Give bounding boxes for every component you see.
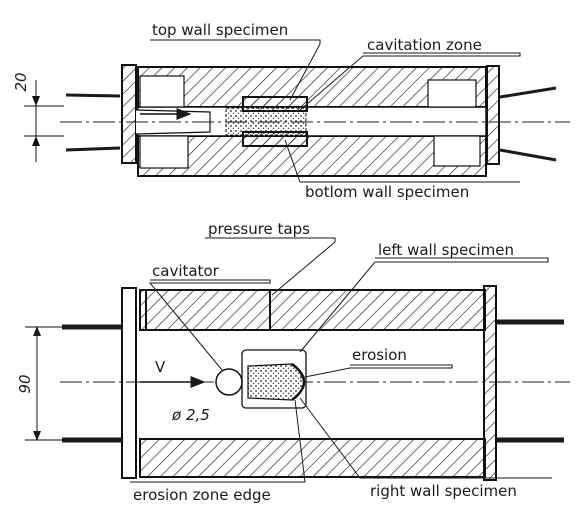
label-pressure-taps: pressure taps (208, 220, 310, 238)
bottom-body-lower (139, 438, 486, 478)
leader-bottom-wall (284, 139, 520, 183)
leader-top-wall (150, 39, 321, 101)
top-insert-right-lower (433, 135, 481, 167)
top-insert-left-lower (139, 135, 189, 169)
label-bottom-wall-specimen: botlom wall specimen (305, 183, 469, 201)
top-dim-arrowhead-lower (32, 136, 40, 146)
bottom-inlet-pipe (62, 324, 122, 443)
leader-erosion-zone-edge (130, 399, 306, 483)
leader-cavitator (148, 279, 271, 371)
top-insert-right-upper (427, 79, 477, 108)
label-right-wall-specimen: right wall specimen (370, 482, 517, 500)
label-cavitation-zone: cavitation zone (367, 36, 482, 54)
leader-erosion (299, 364, 453, 379)
leader-right-wall (299, 397, 552, 479)
top-dim-arrowhead-upper (32, 96, 40, 106)
top-right-flange (486, 65, 500, 165)
top-left-flange (121, 64, 137, 164)
leader-left-wall (299, 257, 549, 353)
leader-cavitation-zone (299, 52, 521, 111)
bottom-left-flange (121, 287, 137, 479)
leader-pressure-taps (205, 237, 336, 296)
top-insert-left-upper (139, 75, 185, 108)
bottom-body-upper (139, 289, 486, 331)
top-view: 20 top wall specimen cavitation zone bot… (12, 21, 570, 201)
bottom-right-flange (483, 285, 497, 481)
top-inlet-pipe (65, 93, 121, 152)
erosion-zone-edge-curve (291, 363, 306, 401)
velocity-label: V (155, 358, 166, 376)
diameter-label: ø 2,5 (171, 406, 210, 424)
cavitator-ball (215, 368, 243, 396)
label-erosion-zone-edge: erosion zone edge (133, 486, 271, 504)
bottom-view: V ø 2,5 90 pressure taps cavitator left … (16, 220, 570, 504)
bottom-dimension-label: 90 (16, 374, 34, 393)
label-erosion: erosion (352, 346, 407, 364)
top-dimension-label: 20 (12, 72, 30, 91)
label-cavitator: cavitator (152, 262, 220, 280)
erosion-region (247, 363, 305, 401)
top-outlet-pipe (499, 86, 557, 162)
top-body-lower (137, 135, 487, 177)
label-top-wall-specimen: top wall specimen (152, 21, 288, 39)
bottom-outlet-pipe (497, 319, 564, 443)
label-left-wall-specimen: left wall specimen (378, 241, 514, 259)
